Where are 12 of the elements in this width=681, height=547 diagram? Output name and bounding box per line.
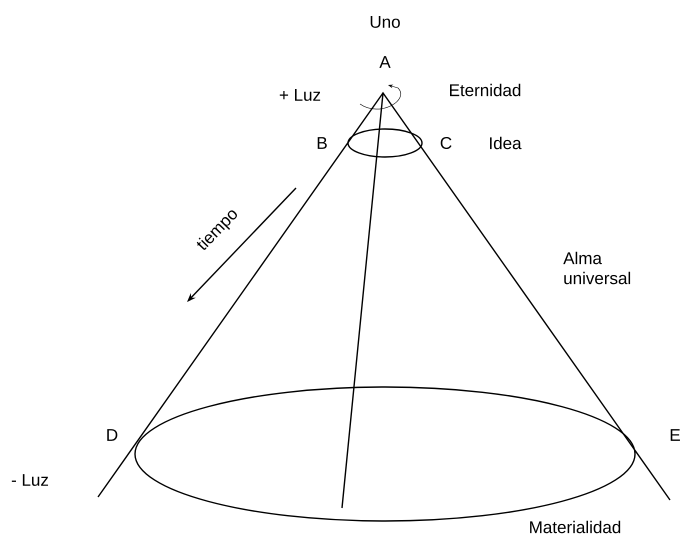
point-label: A (379, 56, 391, 68)
point-label: B (318, 137, 327, 149)
text-label: - Luz (12, 474, 48, 486)
text-label: Uno (370, 16, 400, 28)
text-label: Idea (490, 136, 522, 150)
text-label: + Luz (280, 89, 320, 101)
text-label: Eternidad (450, 84, 520, 96)
text-label: Alma universal (563, 252, 630, 284)
point-label: C (440, 136, 452, 150)
point-label: D (107, 429, 118, 441)
point-label: E (670, 429, 680, 441)
text-label: Materialidad (530, 520, 620, 534)
